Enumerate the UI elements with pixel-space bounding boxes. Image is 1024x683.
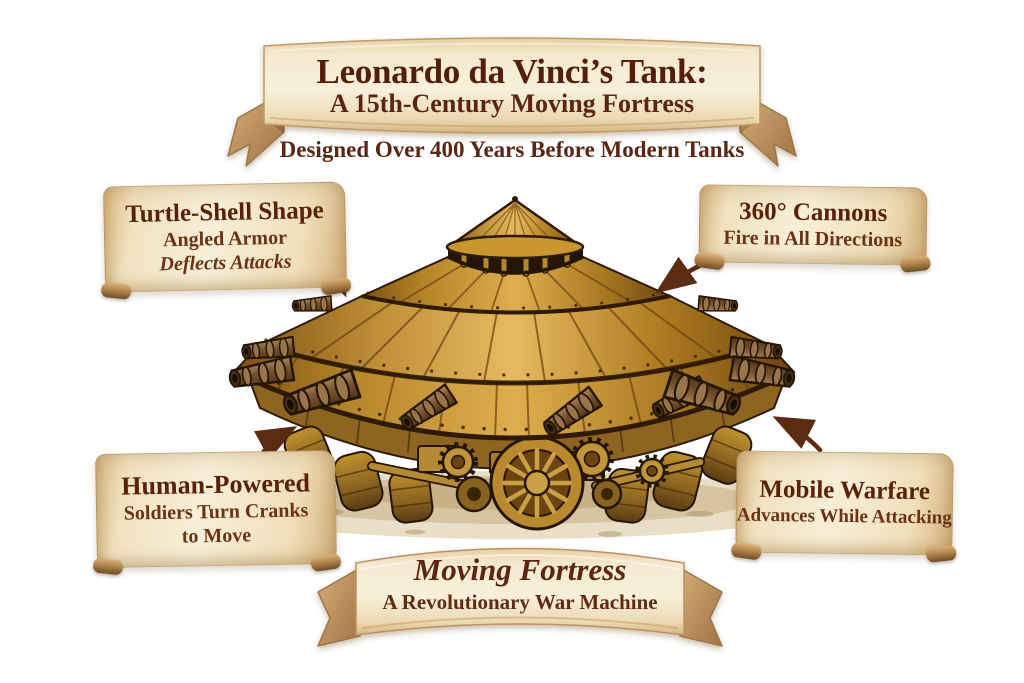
- callout-line: Angled Armor: [162, 227, 288, 252]
- callout-title: Human-Powered: [120, 468, 311, 501]
- central-drive-wheel: [489, 435, 585, 531]
- cannon: [291, 295, 333, 315]
- ribbon-band: [263, 37, 761, 134]
- callout-title: 360° Cannons: [738, 197, 888, 227]
- arrow-mobile-warfare: [772, 416, 823, 453]
- da-vinci-tank-illustration: [210, 196, 820, 539]
- middle-roof-tier: [256, 294, 772, 386]
- callout-title: Turtle-Shell Shape: [124, 196, 324, 228]
- callout-360-cannons: 360° Cannons Fire in All Directions: [698, 184, 928, 266]
- callout-human-powered: Human-Powered Soldiers Turn Cranks to Mo…: [95, 449, 337, 569]
- footer-subtitle: A Revolutionary War Machine: [382, 590, 658, 615]
- footer-ribbon: [317, 547, 723, 647]
- callout-line: Advances While Attacking: [736, 504, 952, 529]
- page-title-line2: A 15th-Century Moving Fortress: [329, 88, 695, 118]
- gear-wheel: [635, 454, 669, 488]
- gear-wheel: [438, 442, 478, 482]
- spire-cone: [445, 196, 585, 260]
- callout-turtle-shell: Turtle-Shell Shape Angled Armor Deflects…: [102, 181, 348, 293]
- footer-title: Moving Fortress: [413, 552, 627, 587]
- callout-title: Mobile Warfare: [759, 476, 931, 506]
- page-title: Leonardo da Vinci’s Tank:: [316, 51, 708, 91]
- callout-line: Soldiers Turn Cranks: [123, 499, 309, 525]
- callout-line: Fire in All Directions: [723, 227, 903, 252]
- ribbon-band: [355, 547, 685, 636]
- title-ribbon: [227, 37, 797, 167]
- callout-line: Deflects Attacks: [159, 250, 292, 276]
- gear-wheel: [570, 437, 614, 481]
- title-banner: Leonardo da Vinci’s Tank: A 15th-Century…: [240, 47, 784, 125]
- callout-mobile-warfare: Mobile Warfare Advances While Attacking: [735, 450, 954, 556]
- cannon: [697, 295, 739, 315]
- callout-line: to Move: [181, 524, 252, 548]
- footer-banner: Moving Fortress A Revolutionary War Mach…: [312, 552, 728, 615]
- page-subtitle: Designed Over 400 Years Before Modern Ta…: [279, 137, 745, 162]
